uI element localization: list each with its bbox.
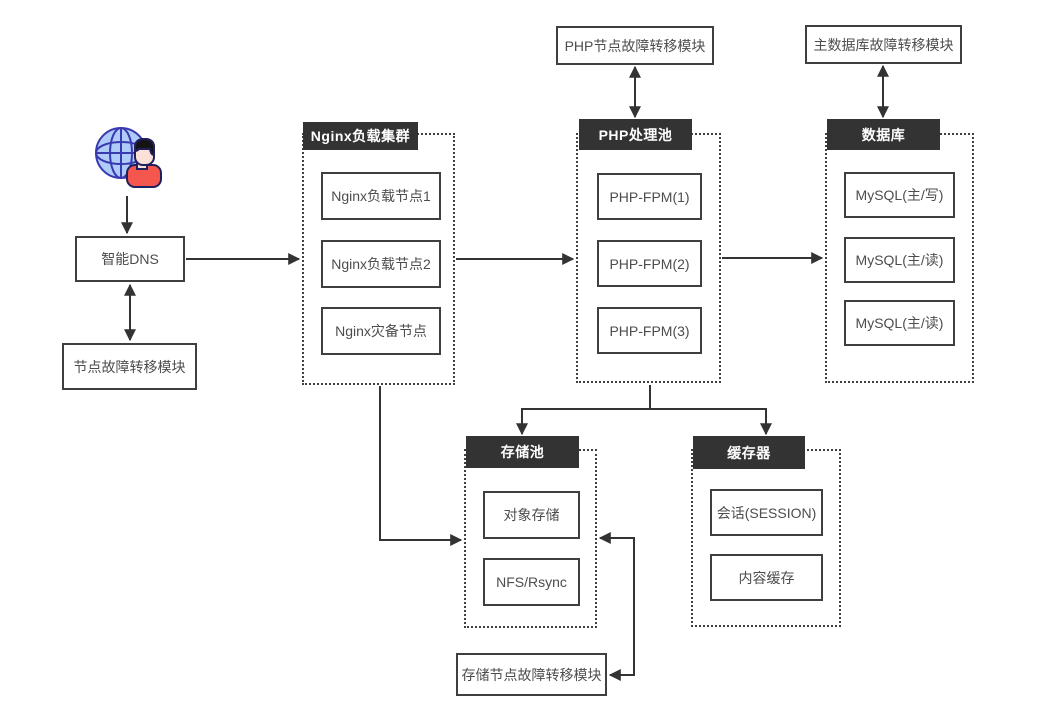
cache-title: 缓存器 [727,444,771,461]
globe-user-icon [95,127,162,188]
php-fpm-3: PHP-FPM(3) [597,307,702,354]
php-failover-label: PHP节点故障转移模块 [564,37,706,54]
nginx-node-2-label: Nginx负载节点2 [331,256,431,272]
session-cache-label: 会话(SESSION) [716,504,817,521]
db-failover-label: 主数据库故障转移模块 [813,36,954,53]
cache-header: 缓存器 [693,436,805,469]
storage-failover-label: 存储节点故障转移模块 [461,666,602,683]
storage-pool-header: 存储池 [466,436,579,468]
nginx-node-3-label: Nginx灾备节点 [335,323,427,339]
mysql-node-1: MySQL(主/写) [844,172,955,218]
db-failover-module: 主数据库故障转移模块 [805,25,962,64]
nfs-rsync-node: NFS/Rsync [483,558,580,606]
nginx-cluster-header: Nginx负载集群 [303,122,418,150]
php-fpm-2-label: PHP-FPM(2) [609,255,690,272]
php-failover-module: PHP节点故障转移模块 [556,26,714,65]
dns-failover-module: 节点故障转移模块 [62,343,197,390]
storage-pool-title: 存储池 [500,444,545,460]
mysql-node-2-label: MySQL(主/读) [855,252,944,268]
mysql-node-1-label: MySQL(主/写) [855,187,944,203]
storage-failover-module: 存储节点故障转移模块 [456,653,607,696]
object-storage-label: 对象存储 [503,507,560,523]
database-title: 数据库 [861,126,906,143]
nginx-node-1-label: Nginx负载节点1 [331,188,431,204]
mysql-node-3-label: MySQL(主/读) [855,315,944,331]
php-fpm-3-label: PHP-FPM(3) [609,322,690,339]
dns-label: 智能DNS [101,251,159,267]
database-header: 数据库 [827,119,940,150]
nfs-rsync-label: NFS/Rsync [496,574,567,590]
nginx-cluster-title: Nginx负载集群 [310,128,411,144]
php-fpm-1: PHP-FPM(1) [597,173,702,220]
object-storage-node: 对象存储 [483,491,580,539]
arrow-php-to-storage-cache [516,408,772,436]
mysql-node-2: MySQL(主/读) [844,237,955,283]
php-fpm-1-label: PHP-FPM(1) [609,188,690,205]
php-fpm-2: PHP-FPM(2) [597,240,702,287]
session-cache-node: 会话(SESSION) [710,489,823,536]
nginx-node-1: Nginx负载节点1 [321,172,441,220]
content-cache-label: 内容缓存 [738,569,795,586]
dns-failover-label: 节点故障转移模块 [73,358,186,375]
content-cache-node: 内容缓存 [710,554,823,601]
nginx-node-3: Nginx灾备节点 [321,307,441,355]
mysql-node-3: MySQL(主/读) [844,300,955,346]
php-pool-title: PHP处理池 [598,126,673,143]
dns-node: 智能DNS [75,236,185,282]
php-pool-header: PHP处理池 [579,119,692,150]
nginx-node-2: Nginx负载节点2 [321,240,441,288]
arrow-nginx-to-storage [379,386,463,546]
